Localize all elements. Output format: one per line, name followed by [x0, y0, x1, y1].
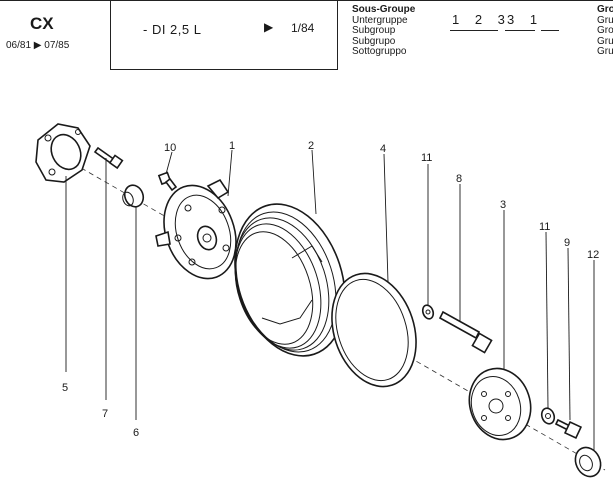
bushing-part [122, 184, 145, 208]
callout-3: 3 [500, 199, 506, 211]
code-underline-c [541, 30, 559, 31]
arrow-icon: ▶ [264, 20, 274, 34]
leader-2 [311, 149, 317, 215]
group-label-3: Gro [597, 25, 613, 36]
subgroup-label-it: Sottogruppo [352, 46, 407, 57]
model-name: CX [30, 14, 54, 33]
screw-part [157, 171, 178, 192]
short-bolt-part [554, 418, 583, 440]
cap-nut-part [574, 446, 602, 478]
gasket-ring-part [331, 272, 417, 388]
subgroup-label-de: Untergruppe [352, 14, 408, 26]
header-top-rule [0, 0, 613, 1]
group-labels: Gro Gru Gro Gru Gru [597, 4, 613, 58]
callout-2: 2 [308, 140, 314, 152]
page-number: 1/84 [291, 21, 315, 35]
callout-6: 6 [133, 427, 139, 439]
leader-9 [567, 247, 571, 421]
leader-10 [165, 151, 173, 175]
callout-8: 8 [456, 173, 462, 185]
subgroup-label-en: Subgroup [352, 25, 396, 36]
callout-11-lower: 11 [539, 221, 550, 233]
subgroup-labels: Sous-Groupe Untergruppe Subgroup Subgrup… [352, 4, 416, 58]
leader-11b [545, 231, 549, 409]
bracket-part [35, 123, 91, 183]
leader-4 [383, 153, 389, 283]
code-underline-b [505, 30, 535, 31]
group-label-5: Gru [597, 46, 613, 57]
leader-1 [227, 149, 233, 197]
group-label-4: Gru [597, 35, 613, 47]
washer-upper-part [421, 304, 435, 320]
code-underline-a [450, 30, 498, 31]
group-label-2: Gru [597, 14, 613, 26]
engine-label: - DI 2,5 L [143, 22, 202, 37]
callout-9: 9 [564, 237, 570, 249]
callout-11-upper: 11 [421, 152, 432, 164]
hub-part [155, 178, 237, 280]
production-dates: 06/81 ▶ 07/85 [6, 40, 70, 51]
callout-7: 7 [102, 408, 108, 420]
washer-lower-part [540, 407, 556, 425]
callout-1: 1 [229, 140, 235, 152]
callout-12: 12 [587, 249, 599, 261]
damper-pulley-part [468, 367, 532, 441]
group-label-1: Gro [597, 4, 613, 15]
subgroup-code-sub: 3 1 [507, 12, 544, 27]
pulley-rim-part [234, 203, 346, 357]
engine-box [110, 0, 338, 70]
callout-5: 5 [62, 382, 68, 394]
bolt-part [93, 146, 124, 170]
subgroup-code-main: 1 2 3 [452, 12, 511, 27]
callout-4: 4 [380, 143, 386, 155]
callout-10: 10 [164, 142, 176, 154]
long-bolt-part [438, 310, 493, 354]
subgroup-label-es: Subgrupo [352, 35, 396, 47]
subgroup-label-fr: Sous-Groupe [352, 4, 416, 15]
